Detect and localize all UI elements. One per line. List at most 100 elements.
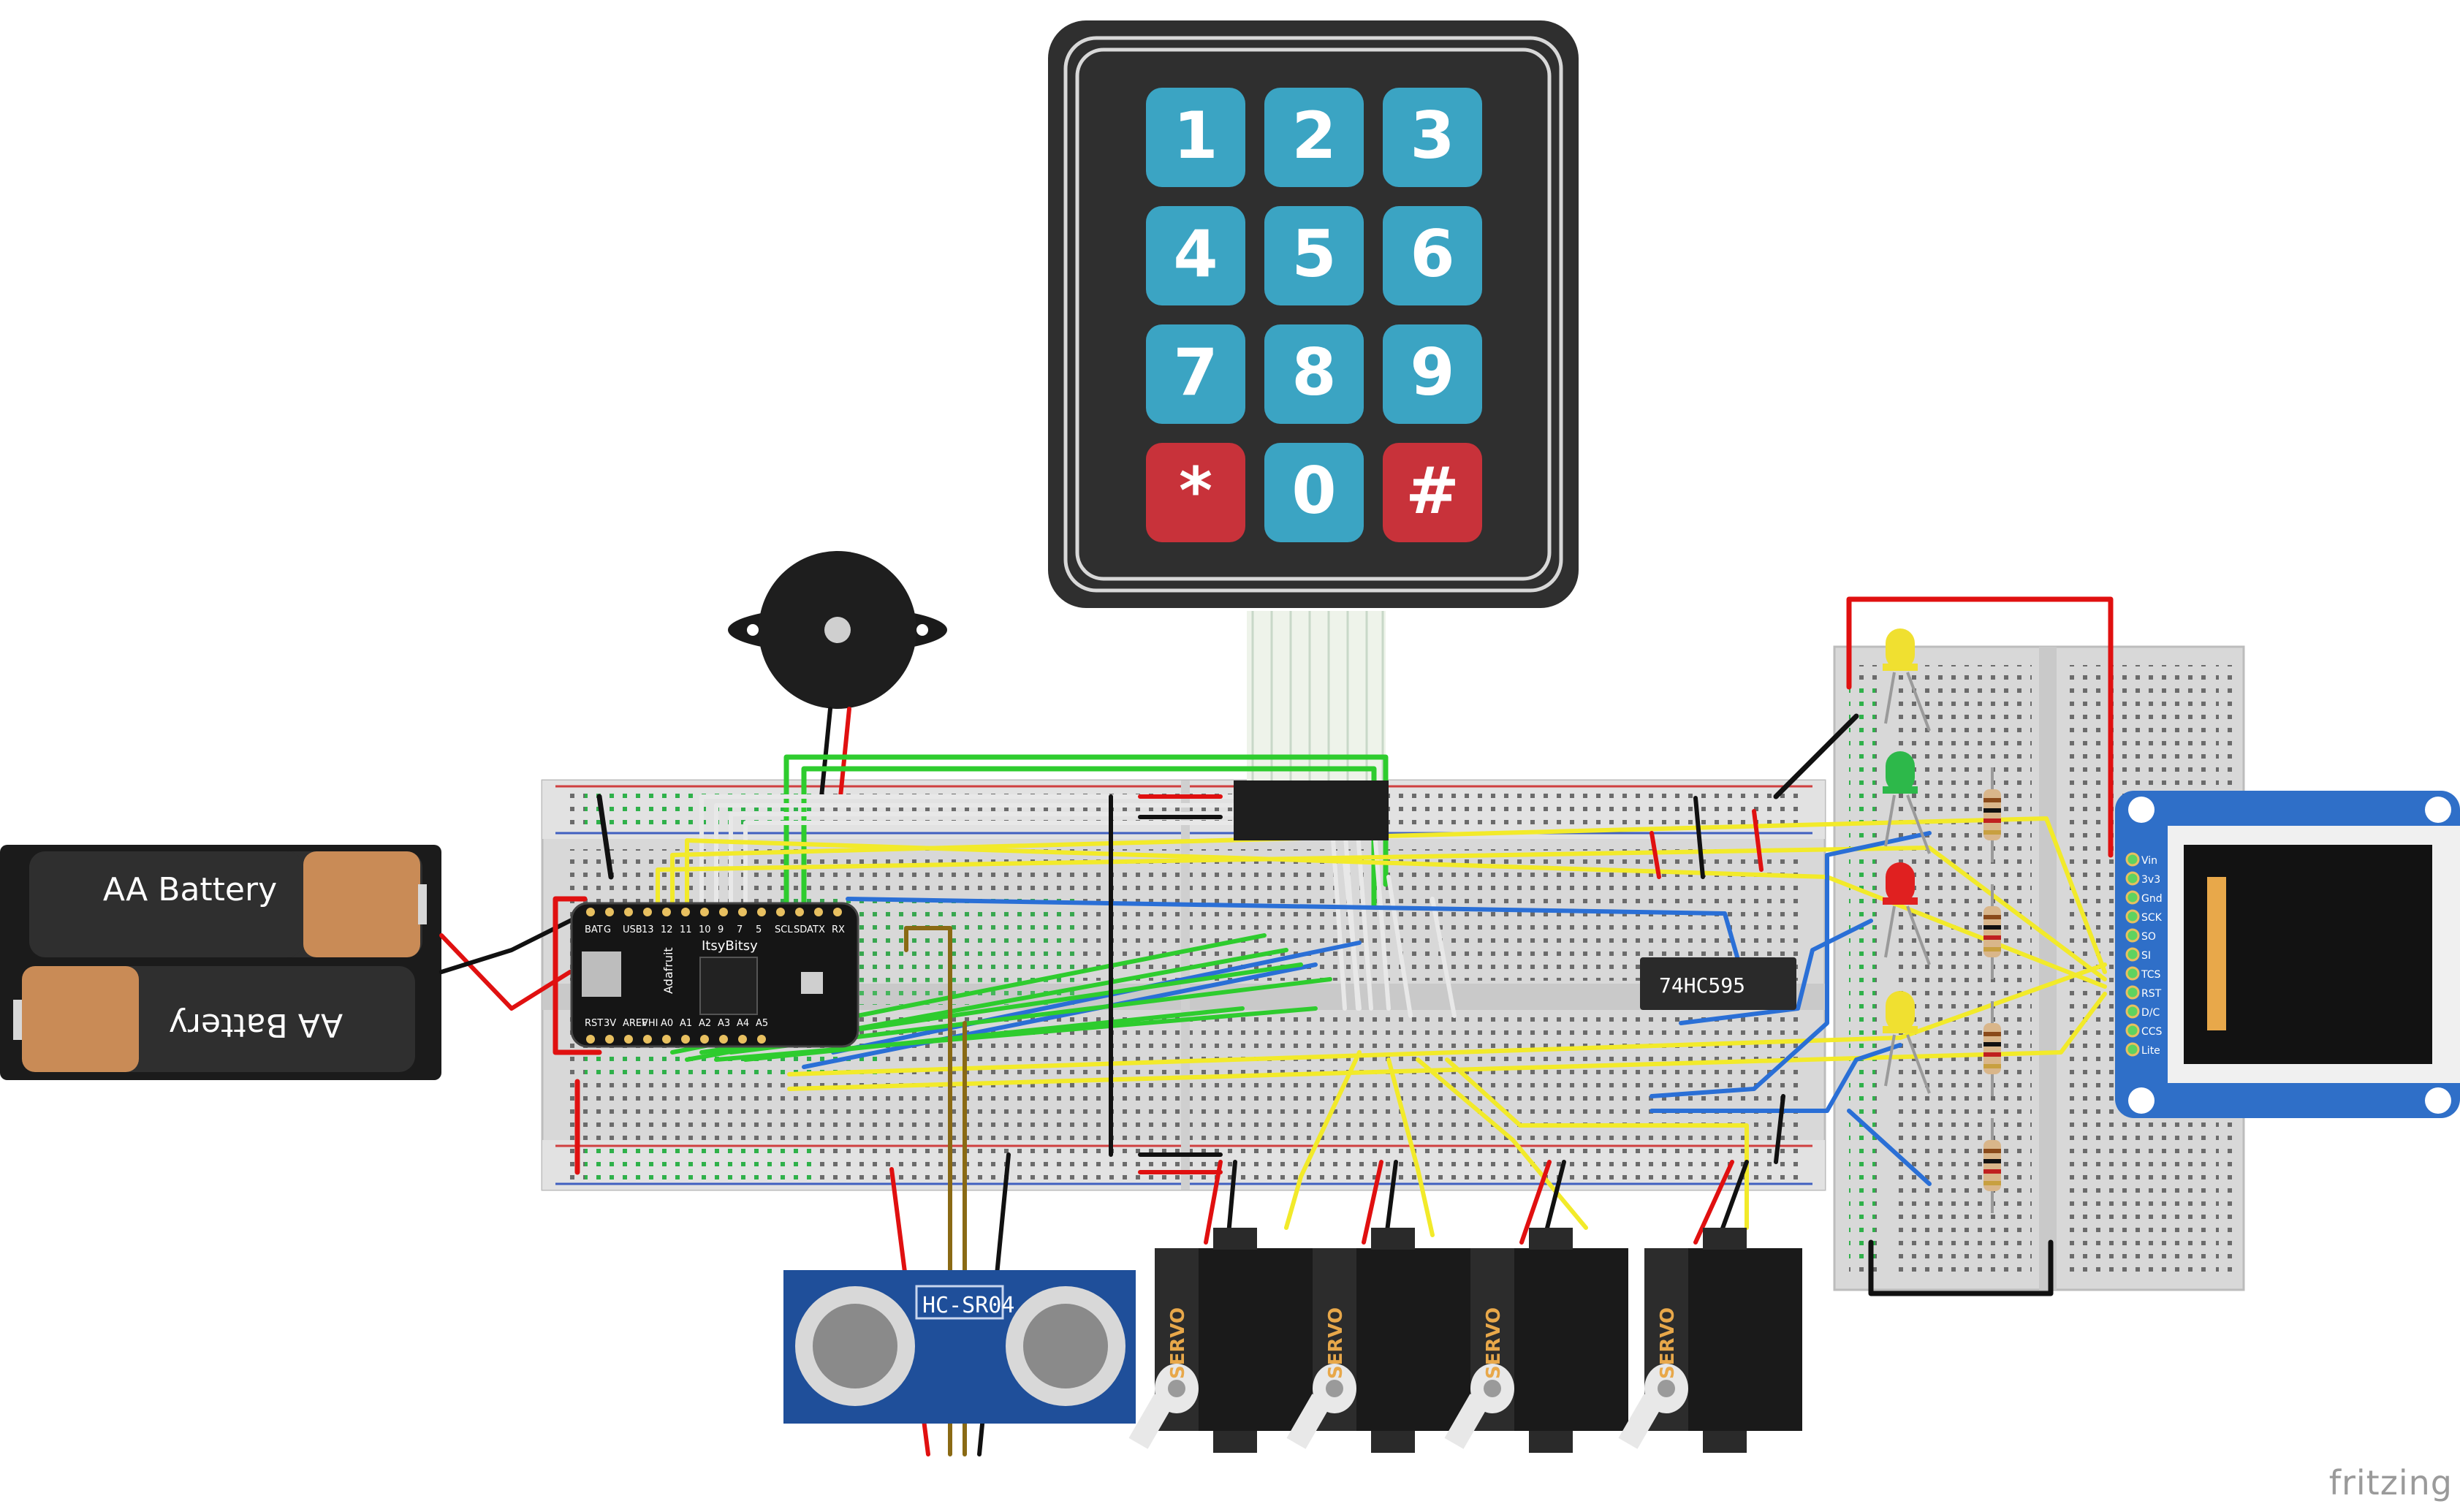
wire-white (1386, 875, 1413, 1018)
tft-pin (2125, 871, 2140, 886)
chip-black-block (1234, 780, 1389, 840)
wire-blue (1650, 831, 1932, 1098)
resistor-group (1983, 767, 2001, 1213)
itsy-pin-label: A3 (718, 1018, 730, 1029)
led-body (1886, 862, 1915, 903)
led-leg (1884, 905, 1896, 958)
itsy-pin-label: 3V (604, 1018, 616, 1029)
itsy-pin (681, 1035, 690, 1044)
keypad-key: * (1146, 443, 1245, 542)
key-cap (1264, 88, 1364, 187)
itsy-pin (700, 908, 709, 916)
tft-pin (2125, 1023, 2140, 1038)
tft-pin (2125, 890, 2140, 905)
itsy-pin-label: 5 (756, 924, 762, 935)
itsy-pin (624, 1035, 633, 1044)
itsy-pin (643, 1035, 652, 1044)
led-rim (1883, 664, 1918, 671)
wire-yellow (685, 838, 2107, 989)
servo-tab (1371, 1431, 1415, 1453)
led-leg (1884, 1034, 1896, 1087)
resistor-band (1983, 798, 2001, 802)
servo-motor: SERVO (1618, 1228, 1802, 1453)
wire-black (439, 911, 587, 974)
wire-blue (1847, 1109, 1932, 1186)
servo-hub (1484, 1380, 1501, 1397)
wire-blue (1679, 919, 1873, 1025)
itsy-pin-label: TX (812, 924, 825, 935)
keypad-key: 5 (1264, 206, 1364, 305)
wire-blue (802, 962, 1318, 1069)
led-rim (1883, 786, 1918, 794)
tft-pin-label: Vin (2141, 855, 2157, 867)
tft-pin-label: Gnd (2141, 893, 2163, 905)
itsy-pin (776, 908, 785, 916)
servo-tab (1703, 1228, 1747, 1250)
resistor-band (1983, 1052, 2001, 1057)
led-leg (1884, 672, 1896, 724)
keypad-key: 7 (1146, 324, 1245, 424)
keypad-key: 6 (1383, 206, 1482, 305)
resistor-band (1983, 1159, 2001, 1163)
shift-register-label: 74HC595 (1659, 973, 1745, 998)
resistor-band (1983, 830, 2001, 835)
itsy-pin (624, 908, 633, 916)
servo-horn-arm (1618, 1394, 1663, 1449)
resistor-band (1983, 1032, 2001, 1036)
itsy-pin (757, 1035, 766, 1044)
itsybitsy-name: ItsyBitsy (702, 938, 758, 954)
itsy-pin (586, 908, 595, 916)
key-label: 5 (1291, 216, 1336, 292)
led-body (1886, 991, 1915, 1032)
resistor-band (1983, 1064, 2001, 1068)
wire-yellow (1284, 1050, 1362, 1230)
itsy-pin (681, 908, 690, 916)
tft-pin-label: CCS (2141, 1026, 2163, 1038)
itsy-pin (643, 908, 652, 916)
wire-yellow (787, 992, 2107, 1091)
key-cap (1146, 206, 1245, 305)
itsy-pin-label: 9 (718, 924, 724, 935)
wire-blue (846, 897, 1742, 967)
itsy-pin (795, 908, 804, 916)
wire-yellow (787, 962, 2107, 1076)
wire-yellow (1416, 1057, 1588, 1230)
itsy-pin (605, 1035, 614, 1044)
led-leg (1906, 905, 1931, 965)
key-label: 6 (1410, 216, 1454, 292)
key-cap (1264, 443, 1364, 542)
servo-horn-arm (1286, 1394, 1332, 1449)
tft-pin-label: SO (2141, 931, 2156, 943)
wire-black (596, 794, 614, 880)
wire-red (1204, 1160, 1223, 1245)
led-leg (1884, 794, 1896, 847)
keypad-key: 3 (1383, 88, 1482, 187)
battery-holder: AA Battery AA Battery (0, 845, 441, 1080)
itsy-pin (719, 1035, 728, 1044)
key-cap (1383, 206, 1482, 305)
wire-black (819, 707, 832, 799)
key-label: 8 (1291, 335, 1336, 410)
itsy-pin-label: 7 (737, 924, 743, 935)
led-body (1886, 628, 1915, 669)
tft-pin-label: Lite (2141, 1045, 2160, 1057)
led-rim (1883, 1026, 1918, 1033)
wire-yellow (1386, 1057, 1435, 1237)
led (1883, 628, 1931, 732)
itsy-pin-label: A2 (699, 1018, 711, 1029)
key-label: 4 (1173, 216, 1218, 292)
wire-white (743, 821, 1391, 1011)
tft-pin (2125, 966, 2140, 981)
resistor-band (1983, 1181, 2001, 1185)
itsy-pin-label: A0 (661, 1018, 673, 1029)
itsy-pin (605, 908, 614, 916)
resistor-band (1983, 818, 2001, 823)
resistor-band (1983, 935, 2001, 940)
servo-tab (1213, 1431, 1257, 1453)
key-cap (1383, 324, 1482, 424)
wire-black (1868, 1239, 2054, 1296)
battery-label-top: AA Battery (103, 871, 277, 908)
itsy-pin-label: A4 (737, 1018, 749, 1029)
led-leg (1906, 794, 1931, 854)
